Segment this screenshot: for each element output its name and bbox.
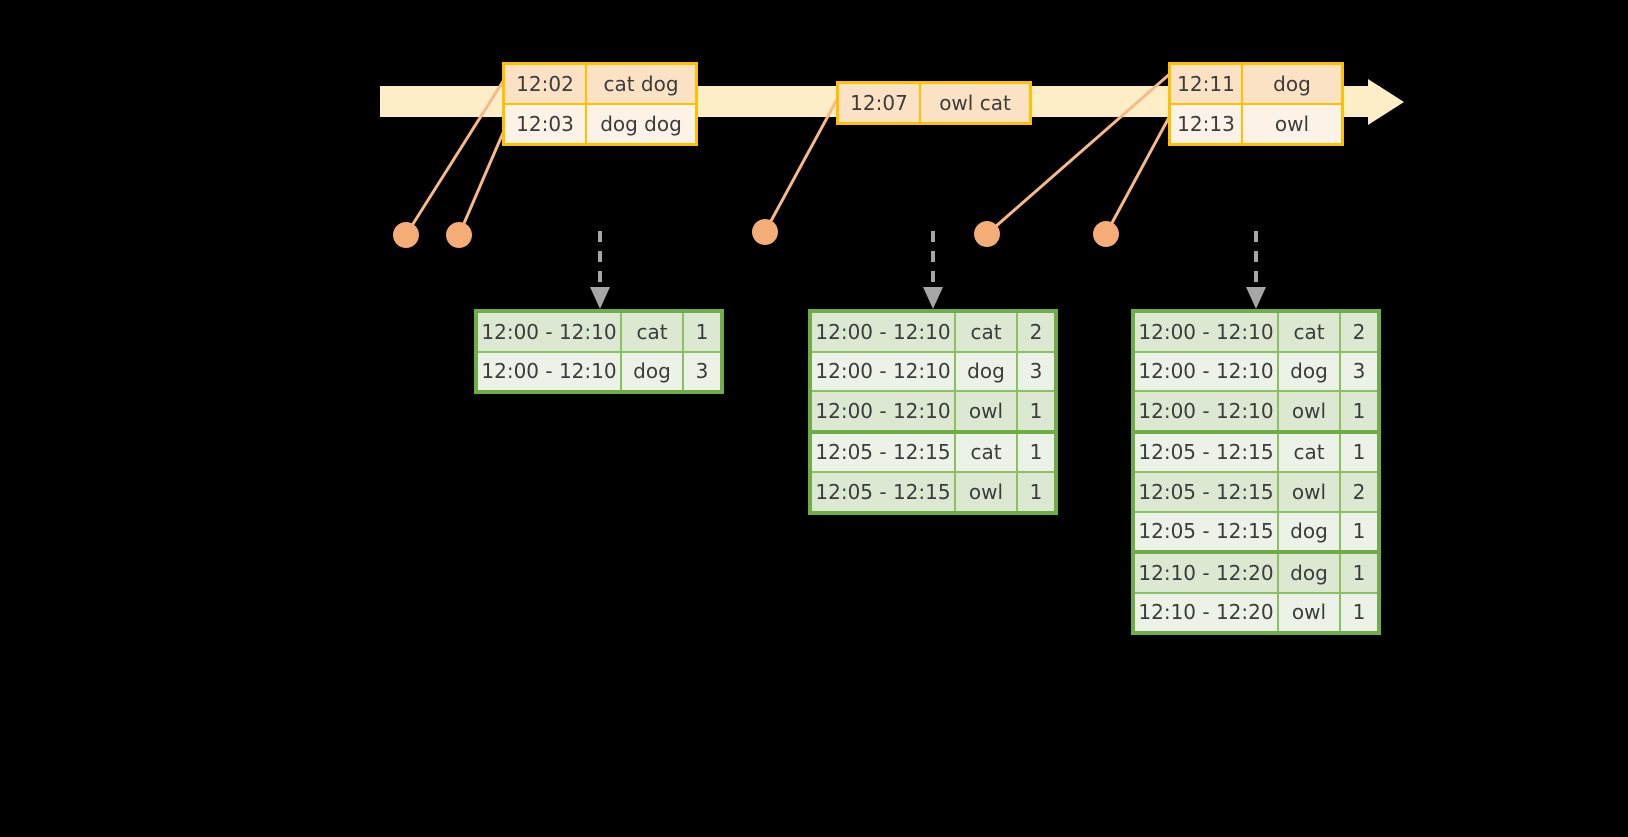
key-cell: owl: [956, 392, 1018, 430]
event-words: owl: [1243, 105, 1341, 143]
count-cell: 1: [684, 313, 720, 351]
down-arrow-to-table-1: [589, 231, 611, 313]
window-cell: 12:10 - 12:20: [1135, 554, 1279, 592]
window-cell: 12:00 - 12:10: [812, 392, 956, 430]
count-cell: 1: [1018, 433, 1054, 471]
event-words: dog dog: [587, 105, 695, 143]
down-arrow-to-table-3-icon: [1246, 231, 1266, 309]
count-cell: 1: [1341, 554, 1377, 592]
window-cell: 12:10 - 12:20: [1135, 593, 1279, 631]
event-words: owl cat: [921, 84, 1029, 122]
event-timestamp: 12:11: [1171, 65, 1243, 103]
count-cell: 2: [1018, 313, 1054, 351]
window-cell: 12:00 - 12:10: [1135, 392, 1279, 430]
count-cell: 1: [1341, 593, 1377, 631]
window-cell: 12:05 - 12:15: [1135, 512, 1279, 550]
key-cell: owl: [1279, 392, 1341, 430]
key-cell: cat: [956, 433, 1018, 471]
event-timestamp: 12:02: [505, 65, 587, 103]
key-cell: dog: [1279, 352, 1341, 390]
window-cell: 12:00 - 12:10: [478, 352, 622, 390]
down-arrow-to-table-1-icon: [590, 231, 610, 309]
event-timestamp: 12:13: [1171, 105, 1243, 143]
connector-dot-5: [1093, 221, 1119, 247]
window-cell: 12:05 - 12:15: [812, 433, 956, 471]
window-cell: 12:00 - 12:10: [1135, 352, 1279, 390]
window-cell: 12:05 - 12:15: [1135, 473, 1279, 511]
key-cell: dog: [1279, 512, 1341, 550]
window-cell: 12:00 - 12:10: [812, 313, 956, 351]
connector-dot-2: [446, 222, 472, 248]
connector-dot-1: [393, 222, 419, 248]
connector-dot-3: [752, 219, 778, 245]
window-cell: 12:00 - 12:10: [812, 352, 956, 390]
count-cell: 1: [1341, 512, 1377, 550]
count-cell: 3: [1341, 352, 1377, 390]
key-cell: owl: [956, 473, 1018, 511]
window-cell: 12:00 - 12:10: [478, 313, 622, 351]
count-cell: 1: [1341, 433, 1377, 471]
event-timestamp: 12:07: [839, 84, 921, 122]
connector-dot-4: [974, 221, 1000, 247]
down-arrow-to-table-3: [1245, 231, 1267, 313]
count-cell: 2: [1341, 473, 1377, 511]
down-arrow-to-table-2: [922, 231, 944, 313]
count-cell: 1: [1341, 392, 1377, 430]
key-cell: dog: [622, 352, 684, 390]
event-words: dog: [1243, 65, 1341, 103]
count-cell: 1: [1018, 392, 1054, 430]
window-cell: 12:05 - 12:15: [812, 473, 956, 511]
down-arrow-to-table-2-icon: [923, 231, 943, 309]
event-timestamp: 12:03: [505, 105, 587, 143]
count-cell: 1: [1018, 473, 1054, 511]
key-cell: dog: [956, 352, 1018, 390]
key-cell: cat: [956, 313, 1018, 351]
count-cell: 3: [1018, 352, 1054, 390]
key-cell: cat: [622, 313, 684, 351]
time-axis-arrow-icon: [1368, 79, 1404, 125]
key-cell: cat: [1279, 433, 1341, 471]
window-cell: 12:05 - 12:15: [1135, 433, 1279, 471]
count-cell: 2: [1341, 313, 1377, 351]
window-cell: 12:00 - 12:10: [1135, 313, 1279, 351]
key-cell: dog: [1279, 554, 1341, 592]
key-cell: owl: [1279, 593, 1341, 631]
event-words: cat dog: [587, 65, 695, 103]
connector-dot-5-line: [1104, 109, 1175, 235]
count-cell: 3: [684, 352, 720, 390]
key-cell: owl: [1279, 473, 1341, 511]
key-cell: cat: [1279, 313, 1341, 351]
